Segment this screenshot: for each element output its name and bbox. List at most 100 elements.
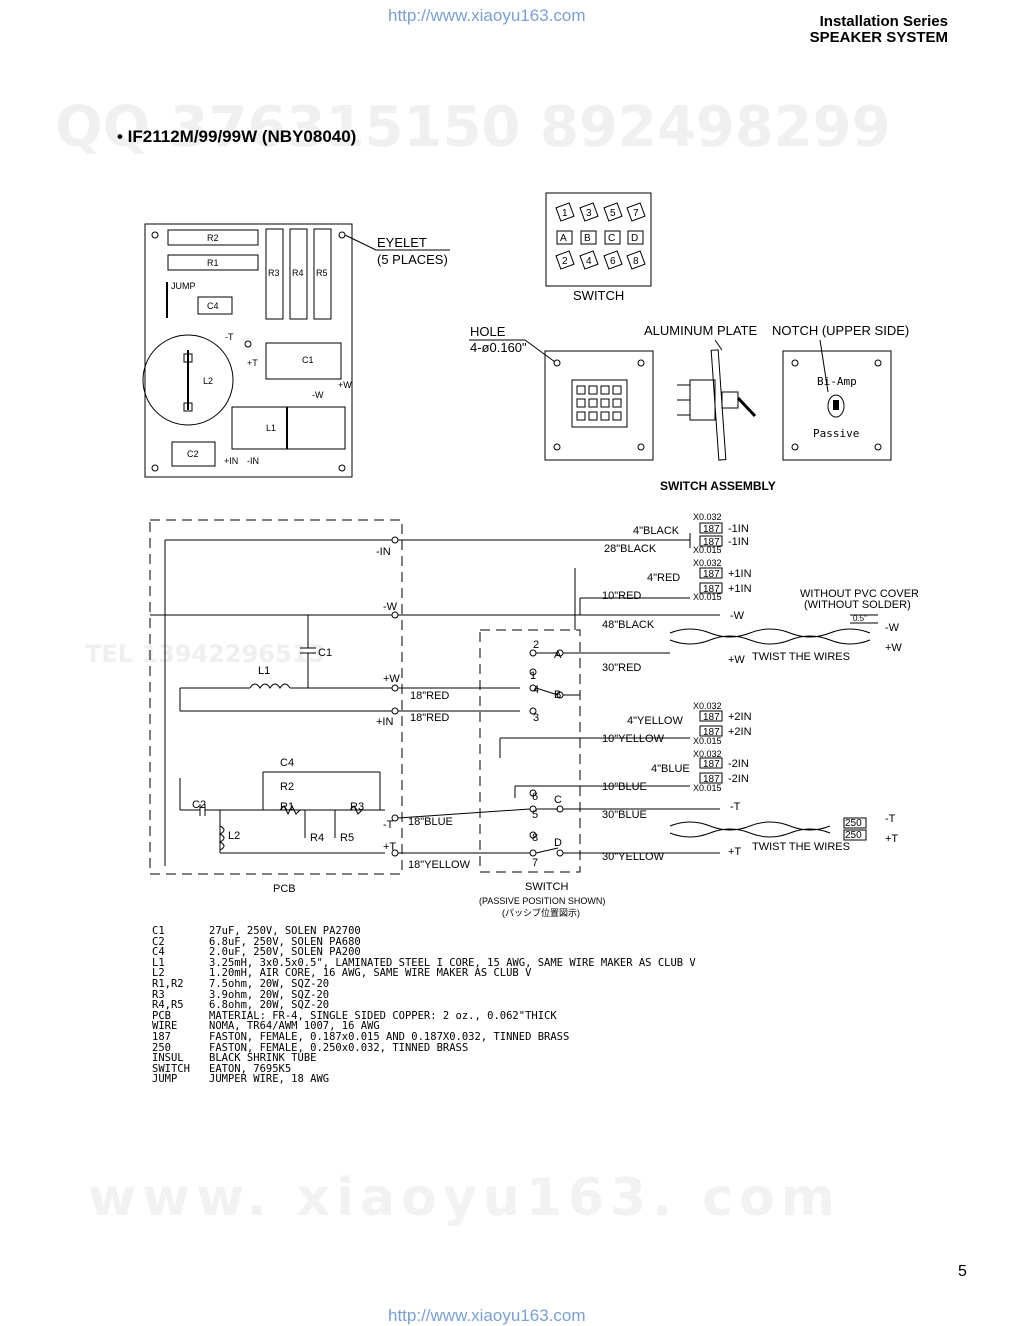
sch-187-c: 187 [703, 569, 720, 580]
sch-minus-t: -T [383, 819, 394, 831]
sch-plus-t: +T [383, 841, 396, 853]
sch-x032-b: X0.032 [693, 558, 722, 568]
source-url-bottom[interactable]: http://www.xiaoyu163.com [388, 1306, 586, 1325]
sch-m1in-b: -1IN [728, 536, 749, 548]
switch-pos-b: B [584, 233, 591, 244]
sch-pin2: 2 [533, 639, 539, 651]
pcb-plus-t: +T [247, 358, 258, 368]
watermark-mid: TEL 13942296513 [85, 640, 326, 668]
sch-p1in-b: +1IN [728, 583, 752, 595]
part-designator: R3 [152, 988, 165, 1001]
sch-x032-c: X0.032 [693, 701, 722, 711]
sch-p2in-a: +2IN [728, 711, 752, 723]
sch-187-f: 187 [703, 727, 720, 738]
pcb-layout: R2 R1 R3 R4 R5 JUMP C4 C1 -T +T L2 L1 +W… [142, 223, 450, 478]
sch-187-e: 187 [703, 712, 720, 723]
switch-pos-c: C [608, 233, 615, 244]
sch-red18b: 18"RED [410, 712, 449, 724]
sch-pw: +W [728, 654, 745, 666]
part-description: 2.0uF, 250V, SOLEN PA200 [209, 946, 361, 959]
sch-wire-mw: -W [885, 622, 900, 634]
sch-250-a: 250 [845, 818, 862, 829]
pcb-jump: JUMP [171, 281, 196, 291]
switch-row-3: 2 4 6 8 [555, 250, 646, 270]
sch-plus-in: +IN [376, 716, 393, 728]
sch-pos-c: C [554, 794, 562, 806]
sch-l1: L1 [258, 665, 270, 677]
sch-pt: +T [728, 846, 741, 858]
pcb-r2: R2 [207, 233, 219, 243]
part-description: 27uF, 250V, SOLEN PA2700 [209, 925, 361, 937]
watermark-bottom: www. xiaoyu163. com [88, 1168, 841, 1228]
switch-pin-4: 4 [586, 256, 592, 267]
switch-label: SWITCH [573, 288, 624, 303]
part-description: FASTON, FEMALE, 0.250x0.032, TINNED BRAS… [209, 1041, 469, 1054]
switch-assembly-caption: SWITCH ASSEMBLY [660, 479, 776, 493]
sch-blue30: 30"BLUE [602, 809, 647, 821]
part-designator: 187 [152, 1030, 171, 1043]
sch-red10: 10"RED [602, 590, 641, 602]
pcb-c1: C1 [302, 355, 314, 365]
model-title: • IF2112M/99/99W (NBY08040) [117, 127, 357, 146]
sch-pin7: 7 [532, 857, 538, 869]
sch-blue10: 10"BLUE [602, 781, 647, 793]
part-designator: L1 [152, 956, 165, 969]
sch-r3: R3 [350, 801, 364, 813]
sch-red30: 30"RED [602, 662, 641, 674]
part-designator: 250 [152, 1041, 171, 1054]
parts-row: C4 2.0uF, 250V, SOLEN PA200 [152, 947, 696, 958]
sch-dim: 0.5" [853, 614, 867, 623]
sch-m1in-a: -1IN [728, 523, 749, 535]
sch-minus-w: -W [383, 601, 398, 613]
sch-c2: C2 [192, 799, 206, 811]
switch-assembly: HOLE 4-ø0.160" ALUMINUM PLATE NOTCH (UPP… [469, 323, 909, 493]
switch-row-2: A B C D [556, 230, 644, 245]
sch-pos-d: D [554, 837, 562, 849]
pcb-c2: C2 [187, 449, 199, 459]
part-description: MATERIAL: FR-4, SINGLE SIDED COPPER: 2 o… [209, 1009, 557, 1022]
source-url-top[interactable]: http://www.xiaoyu163.com [388, 6, 586, 25]
sch-yellow30: 30"YELLOW [602, 851, 665, 863]
sch-twist-a: TWIST THE WIRES [752, 651, 850, 663]
pcb-l2: L2 [203, 376, 213, 386]
part-designator: C2 [152, 935, 165, 948]
sch-l2: L2 [228, 830, 240, 842]
sch-switch-note-jp: (パッシブ位置図示) [502, 907, 580, 918]
part-description: 1.20mH, AIR CORE, 16 AWG, SAME WIRE MAKE… [209, 967, 532, 980]
part-designator: C4 [152, 946, 165, 959]
sch-p1in-a: +1IN [728, 568, 752, 580]
sch-minus-in: -IN [376, 546, 391, 558]
switch-pin-7: 7 [633, 208, 639, 219]
pcb-r3: R3 [268, 268, 280, 278]
sch-switch-note: (PASSIVE POSITION SHOWN) [479, 896, 605, 906]
part-description: JUMPER WIRE, 18 AWG [209, 1073, 330, 1086]
sch-twist-b: TWIST THE WIRES [752, 841, 850, 853]
sch-black28: 28"BLACK [604, 543, 657, 555]
sch-r5: R5 [340, 832, 354, 844]
part-description: 6.8uF, 250V, SOLEN PA680 [209, 935, 361, 948]
pcb-minus-in: -IN [247, 456, 259, 466]
header-series: Installation Series [819, 13, 948, 30]
pcb-r1: R1 [207, 258, 219, 268]
sch-pin5: 5 [532, 809, 538, 821]
pcb-l1: L1 [266, 423, 276, 433]
sch-yellow10: 10"YELLOW [602, 733, 665, 745]
pcb-minus-t: -T [225, 332, 234, 342]
sch-m2in-a: -2IN [728, 758, 749, 770]
sch-pin4: 4 [533, 684, 539, 696]
sch-p2in-b: +2IN [728, 726, 752, 738]
wiring-schematic: -IN -W C1 L1 +W +IN C4 R2 C2 R1 R3 L2 R4… [149, 512, 919, 918]
parts-row: C2 6.8uF, 250V, SOLEN PA680 [152, 935, 696, 948]
part-designator: WIRE [152, 1020, 178, 1033]
